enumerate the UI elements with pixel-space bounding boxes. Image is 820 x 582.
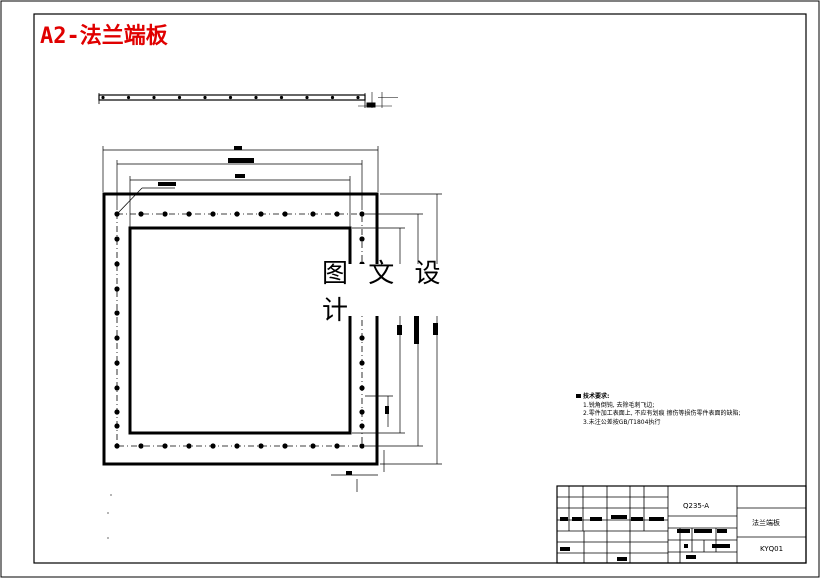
drawing-frame [33,13,807,564]
bolt-hole [359,335,365,341]
dim-label-3 [235,174,245,178]
bolt-hole [114,385,120,391]
side-hole [126,95,131,100]
technical-requirements: 技术要求: 1.锐角倒钝, 去除毛刺飞边; 2.零件加工表面上, 不应有划痕 擦… [575,393,740,427]
bolt-hole [359,423,365,429]
bolt-hole [359,443,365,449]
bolt-hole [114,409,120,415]
watermark-text: 图 文 设 计 [322,259,486,326]
notes-line-2: 2.零件加工表面上, 不应有划痕 擦伤等损伤零件表面的缺陷; [583,410,741,417]
bolt-hole [138,443,144,449]
bolt-hole [334,443,340,449]
bolt-hole [359,211,365,217]
bolt-hole [114,261,120,267]
side-hole [228,95,233,100]
side-hole [152,95,156,100]
dot-mark-3 [110,494,112,496]
side-view [98,92,398,108]
part-name-label: 法兰端板 [752,519,780,527]
side-hole [305,95,309,100]
side-hole [356,95,360,100]
side-hole [330,95,335,100]
bolt-hole [359,385,365,391]
notes-line-3: 3.未注公差按GB/T1804执行 [583,418,661,426]
right-dimensions [331,193,442,492]
bolt-hole [334,211,340,217]
front-view [102,192,379,466]
dim-label-height-2 [414,316,419,344]
leader-label [158,182,176,186]
notes-line-1: 1.锐角倒钝, 去除毛刺飞边; [583,401,655,409]
side-hole [177,95,182,100]
bolt-hole [138,211,144,217]
drawing-title: A2-法兰端板 [40,24,168,49]
bolt-hole [258,443,264,449]
side-view-holes [101,95,360,100]
bolt-hole [282,443,288,449]
material-label: Q235-A [683,502,710,510]
bolt-hole [359,360,365,366]
bolt-hole [114,286,120,292]
dim-label-small [385,406,389,414]
bolt-hole [234,443,240,449]
bolt-hole [359,236,365,242]
drawing-number-label: KYQ01 [760,545,784,553]
bolt-hole [114,236,120,242]
bolt-hole [310,211,316,217]
bolt-hole [114,310,120,316]
bolt-hole [114,211,120,217]
dim-label-2 [228,158,254,163]
bolt-hole [359,409,365,415]
dim-label-bottom [346,471,352,475]
bolt-hole [210,211,216,217]
bolt-hole [186,443,192,449]
bolt-hole [162,211,168,217]
dim-label-height-3 [397,325,402,335]
bolt-hole [234,211,240,217]
bolt-hole [114,423,120,429]
notes-marker [576,394,581,398]
bolt-hole [310,443,316,449]
title-block [556,485,807,564]
side-hole [101,95,105,100]
dim-label-1 [234,146,242,150]
dim-label-height-1 [433,323,438,335]
bolt-hole [282,211,288,217]
bolt-hole [258,211,264,217]
bolt-hole [162,443,168,449]
side-hole [279,95,284,100]
bolt-hole [114,360,120,366]
bolt-hole [210,443,216,449]
side-hole [203,95,207,100]
dot-mark [107,512,109,514]
notes-heading: 技术要求: [583,393,610,400]
bolt-hole [114,443,120,449]
bolt-hole [186,211,192,217]
side-hole [254,95,258,100]
bolt-holes [114,211,365,449]
bolt-hole [114,335,120,341]
title-block-fills [560,515,730,561]
dot-mark-2 [107,537,109,539]
